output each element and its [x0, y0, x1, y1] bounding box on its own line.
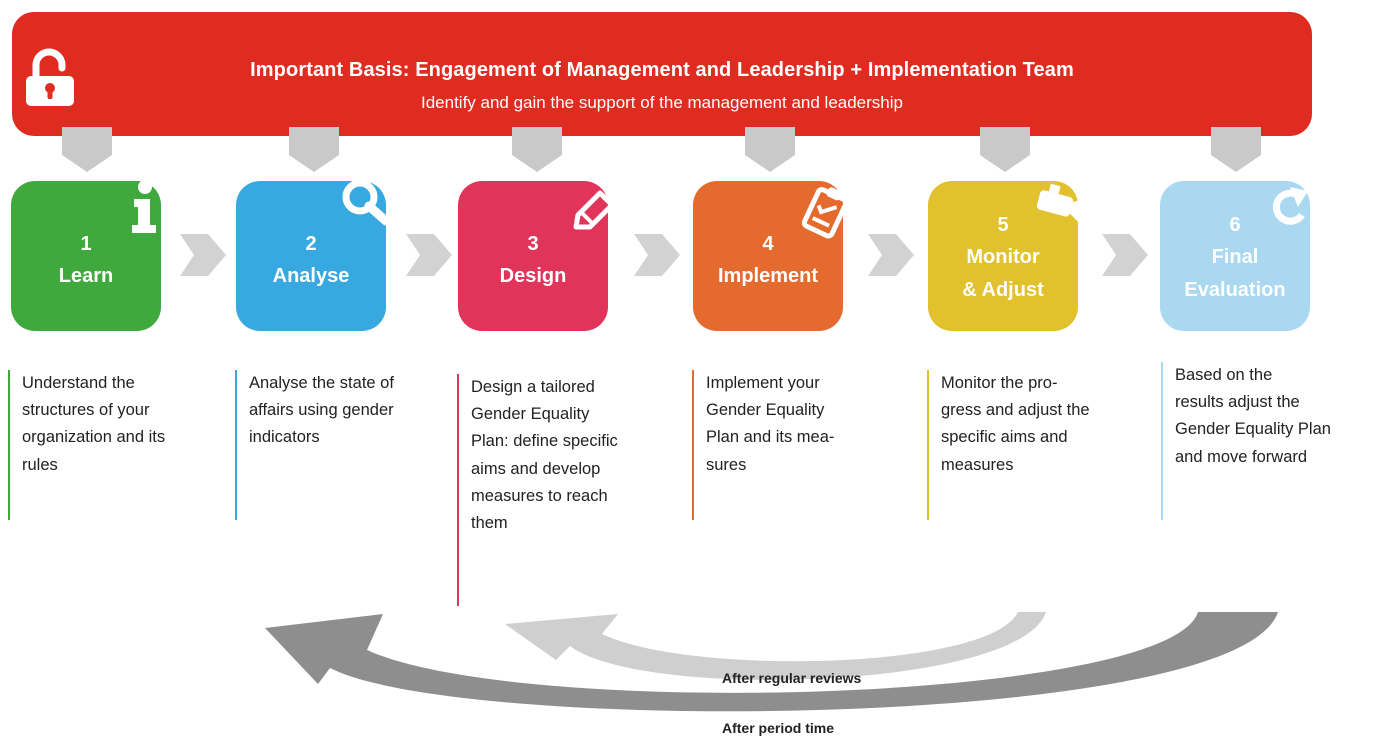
step-number: 5 [997, 214, 1009, 236]
step-title-line-1: Monitor [966, 246, 1040, 268]
description-line: Design a tailored [471, 378, 595, 396]
outer-loop-arrow [265, 612, 1278, 712]
description-line: Implement your [706, 374, 820, 392]
step-description-analyse: Analyse the state of affairs using gende… [235, 370, 394, 520]
step-description-implement: Implement your Gender Equality Plan and … [692, 370, 834, 520]
description-line: sures [706, 455, 747, 474]
step-title-line-2: Evaluation [1184, 279, 1286, 301]
description-line: affairs using gender [249, 401, 394, 420]
description-line: structures of your [22, 401, 150, 420]
right-chevron-icon [868, 234, 914, 276]
step-title: Design [499, 265, 567, 287]
right-chevron-icon [180, 234, 226, 276]
inner-loop-label: After regular reviews [722, 670, 862, 686]
step-description-design: Design a tailored Gender Equality Plan: … [457, 374, 618, 606]
description-line: Understand the [22, 374, 135, 392]
step-monitor-adjust: 5 Monitor & Adjust [928, 181, 1089, 331]
description-line: rules [22, 455, 58, 474]
description-line: them [471, 514, 508, 533]
down-chevron-icon [62, 127, 112, 172]
top-banner: Important Basis: Engagement of Managemen… [12, 12, 1312, 136]
description-line: measures [941, 455, 1014, 474]
down-chevron-icon [1211, 127, 1261, 172]
unlocked-padlock-icon [26, 48, 74, 106]
step-title-line-1: Final [1211, 246, 1259, 268]
step-analyse: 2 Analyse [236, 179, 391, 331]
description-line: aims and develop [471, 459, 601, 478]
info-icon [132, 180, 156, 233]
banner-subtitle: Identify and gain the support of the man… [420, 93, 903, 112]
description-line: results adjust the [1175, 393, 1300, 412]
step-description-learn: Understand the structures of your organi… [8, 370, 165, 520]
step-learn: 1 Learn [11, 180, 161, 331]
description-line: Based on the [1175, 366, 1273, 384]
step-number: 4 [762, 233, 774, 255]
description-line: Analyse the state of [249, 374, 394, 392]
down-chevron-icon [289, 127, 339, 172]
refresh-icon [1272, 187, 1308, 225]
description-line: organization and its [22, 428, 166, 447]
right-chevron-icon [634, 234, 680, 276]
step-description-final: Based on the results adjust the Gender E… [1161, 362, 1331, 520]
description-line: gress and adjust the [941, 401, 1090, 420]
inner-loop-arrow [505, 612, 1046, 680]
description-line: Monitor the pro- [941, 374, 1058, 392]
step-implement: 4 Implement [693, 181, 849, 331]
description-line: Gender Equality [471, 405, 590, 424]
clipboard-icon [801, 187, 849, 239]
right-chevron-icon [406, 234, 452, 276]
step-design: 3 Design [458, 181, 615, 331]
magnifier-icon [342, 179, 391, 226]
description-line: Gender Equality [706, 401, 825, 420]
step-number: 1 [80, 233, 92, 255]
step-number: 3 [527, 233, 539, 255]
description-line: Plan: define specific [471, 432, 618, 451]
banner-title: Important Basis: Engagement of Managemen… [250, 59, 1074, 81]
step-title: Implement [717, 265, 819, 287]
description-line: Gender Equality Plan [1175, 420, 1331, 439]
pencil-icon [573, 190, 615, 230]
description-line: measures to reach [471, 486, 608, 505]
down-chevron-icon [745, 127, 795, 172]
step-number: 2 [305, 233, 317, 255]
outer-loop-label: After period time [722, 720, 835, 736]
step-title-line-2: & Adjust [962, 279, 1044, 301]
step-number: 6 [1229, 214, 1241, 236]
camera-icon [1036, 183, 1089, 225]
down-chevron-icon [980, 127, 1030, 172]
step-title: Learn [58, 265, 114, 287]
step-description-monitor: Monitor the pro- gress and adjust the sp… [927, 370, 1090, 520]
step-title: Analyse [272, 265, 350, 287]
step-final-evaluation: 6 Final Evaluation [1160, 181, 1310, 331]
description-line: Plan and its mea- [706, 428, 835, 447]
right-chevron-icon [1102, 234, 1148, 276]
description-line: specific aims and [941, 428, 1068, 447]
down-chevron-icon [512, 127, 562, 172]
description-line: and move forward [1175, 447, 1308, 466]
description-line: indicators [249, 428, 320, 447]
